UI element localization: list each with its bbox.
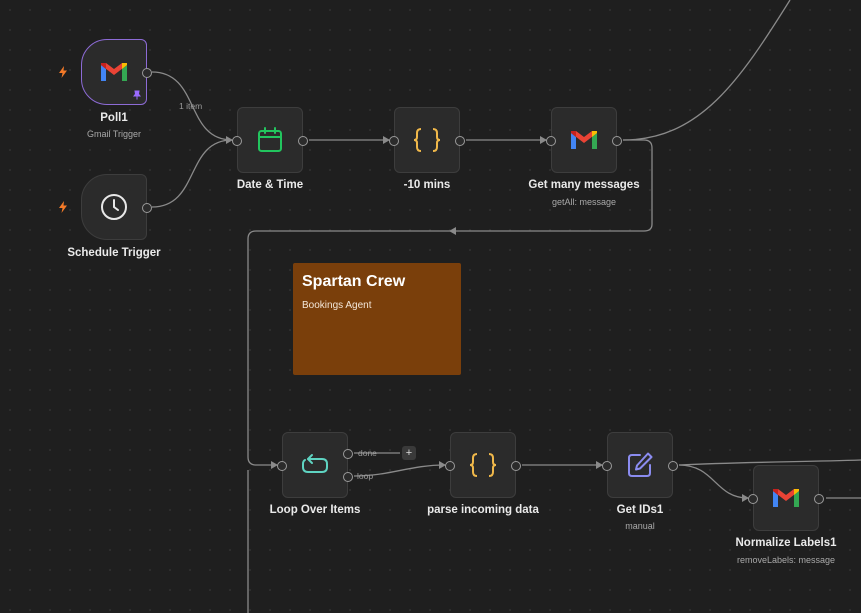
node-parse-incoming-data[interactable] — [445, 432, 521, 498]
arrowhead — [449, 227, 456, 235]
pin-icon — [133, 90, 141, 100]
calendar-icon — [258, 127, 282, 152]
output-port[interactable] — [142, 68, 152, 78]
node-label: parse incoming data — [427, 504, 539, 516]
input-port[interactable] — [602, 461, 612, 471]
node-label: Date & Time — [236, 179, 304, 191]
add-node-button[interactable]: + — [402, 446, 416, 460]
edit-icon — [628, 452, 653, 477]
trigger-bolt-icon — [59, 201, 67, 213]
input-port[interactable] — [748, 494, 758, 504]
node-subtitle: manual — [625, 521, 655, 531]
edge-item-count: 1 item — [179, 101, 203, 111]
input-port[interactable] — [546, 136, 556, 146]
node-subtitle: Gmail Trigger — [86, 129, 141, 139]
clock-icon — [101, 194, 127, 220]
braces-icon — [469, 453, 497, 477]
input-port[interactable] — [389, 136, 399, 146]
arrowhead — [439, 461, 446, 469]
sticky-note[interactable]: Spartan Crew Bookings Agent — [293, 263, 461, 375]
edge-getids-offscreen — [678, 459, 861, 466]
edge-poll-datetime — [151, 71, 233, 141]
loop-icon — [302, 454, 328, 473]
node-label: Schedule Trigger — [67, 247, 161, 259]
output-port[interactable] — [298, 136, 308, 146]
edge-schedule-datetime — [151, 139, 233, 208]
node-label: Get many messages — [528, 179, 640, 191]
trigger-bolt-icon — [59, 66, 67, 78]
node-get-many-messages[interactable] — [546, 107, 622, 173]
node-label: Poll1 — [100, 112, 128, 124]
output-port[interactable] — [814, 494, 824, 504]
sticky-title: Spartan Crew — [302, 273, 406, 290]
edge-loop-parse — [353, 464, 446, 477]
braces-icon — [413, 128, 441, 152]
input-port[interactable] — [445, 461, 455, 471]
sticky-subtitle: Bookings Agent — [302, 300, 372, 311]
output-port[interactable] — [668, 461, 678, 471]
done-output-port[interactable] — [343, 449, 353, 459]
node-get-ids1[interactable] — [602, 432, 678, 498]
node-subtitle: removeLabels: message — [736, 555, 836, 565]
loop-output-port[interactable] — [343, 472, 353, 482]
gmail-icon — [571, 131, 597, 149]
edge-getids-normalize — [678, 464, 749, 499]
arrowhead — [596, 461, 603, 469]
arrowhead — [540, 136, 547, 144]
output-port[interactable] — [142, 203, 152, 213]
gmail-icon — [773, 489, 799, 507]
node-label: Get IDs1 — [616, 504, 664, 516]
node-label: Loop Over Items — [269, 504, 361, 516]
node-label: -10 mins — [403, 179, 451, 191]
node-subtitle: getAll: message — [551, 197, 617, 207]
input-port[interactable] — [277, 461, 287, 471]
node-label: Normalize Labels1 — [735, 537, 837, 549]
node-minus-10-mins[interactable] — [389, 107, 465, 173]
arrowhead — [383, 136, 390, 144]
input-port[interactable] — [232, 136, 242, 146]
output-port[interactable] — [612, 136, 622, 146]
node-date-time[interactable] — [232, 107, 308, 173]
gmail-icon — [101, 63, 127, 81]
node-loop-over-items[interactable] — [277, 432, 353, 498]
arrowhead — [742, 494, 749, 502]
node-poll1[interactable] — [81, 39, 152, 105]
arrowhead — [271, 461, 278, 469]
node-normalize-labels1[interactable] — [748, 465, 824, 531]
output-port[interactable] — [511, 461, 521, 471]
node-schedule-trigger[interactable] — [81, 174, 152, 240]
arrowhead — [226, 136, 233, 144]
output-port[interactable] — [455, 136, 465, 146]
edge-loop-label: loop — [357, 471, 374, 481]
edge-done-label: done — [358, 448, 377, 458]
edge-getmany-offscreen — [622, 0, 791, 141]
